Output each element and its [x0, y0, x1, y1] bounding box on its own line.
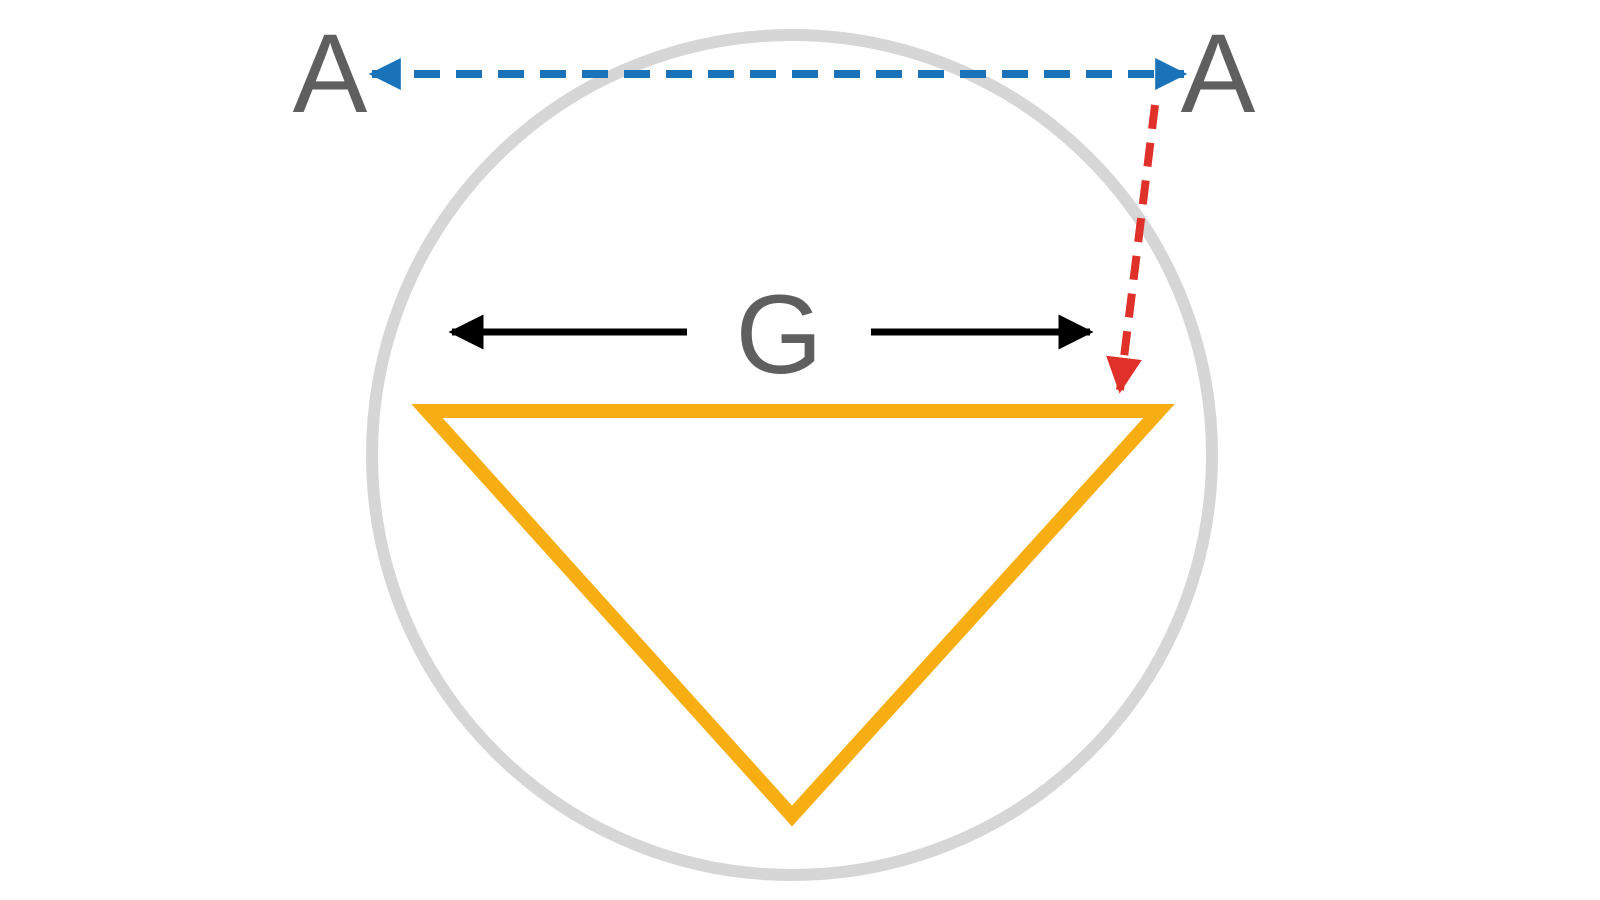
label-left-a: A [293, 11, 368, 136]
inverted-triangle [411, 404, 1175, 827]
label-center-g: G [735, 272, 822, 397]
outer-circle [366, 29, 1218, 881]
red-dashed-arrow [1106, 104, 1159, 394]
label-right-a: A [1181, 11, 1256, 136]
